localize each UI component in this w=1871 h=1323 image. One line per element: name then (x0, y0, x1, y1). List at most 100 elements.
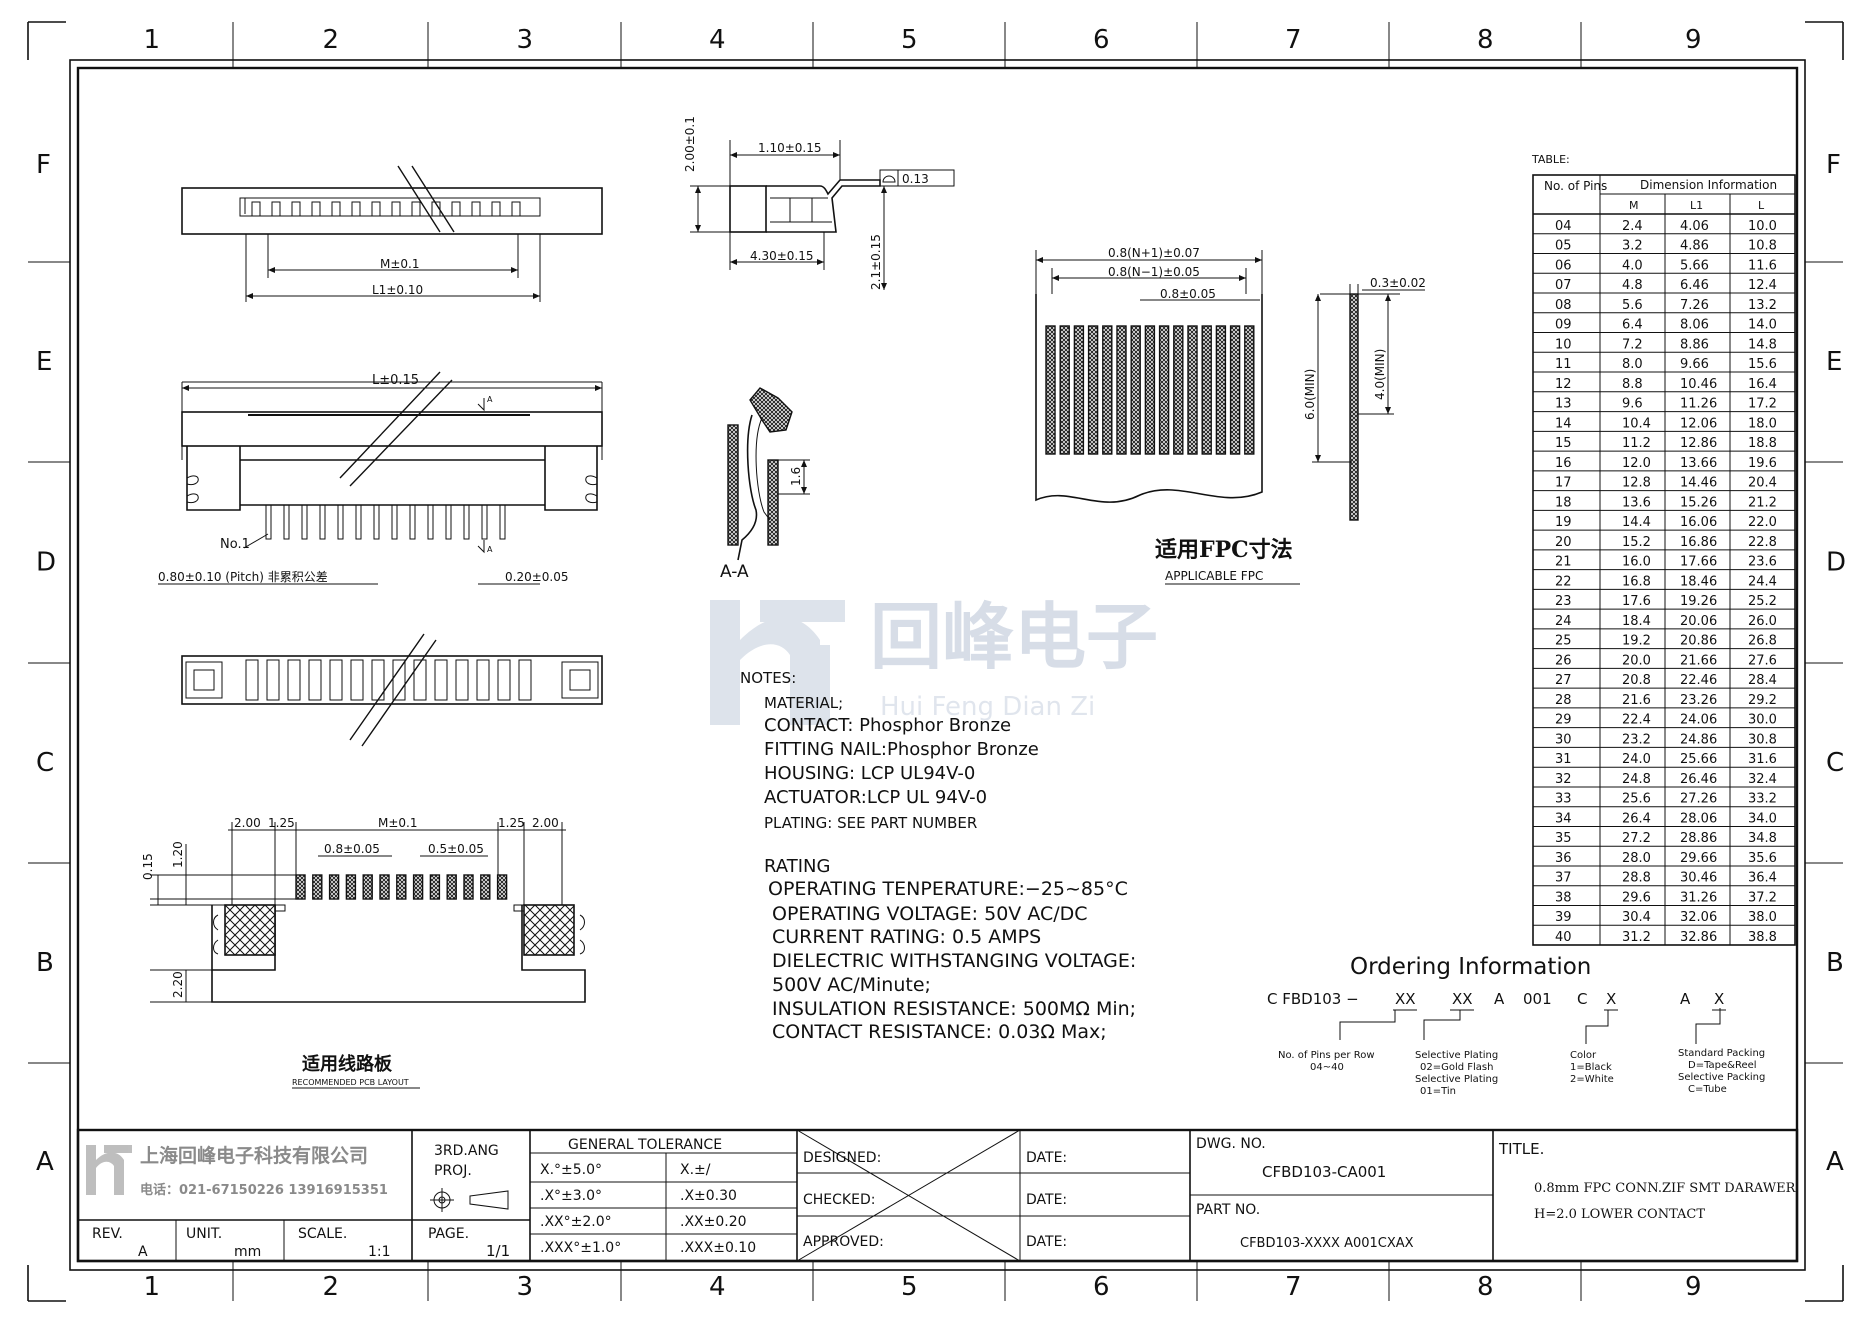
front-view-pin (319, 504, 326, 540)
table-cell: 7.2 (1622, 337, 1643, 352)
table-cell: 8.8 (1622, 377, 1643, 392)
pcb-pad (396, 874, 407, 900)
table-cell: 38 (1555, 890, 1572, 905)
section-mark-bottom: A (487, 545, 493, 554)
table-cell: 39 (1555, 910, 1572, 925)
table-cell: 17.66 (1680, 555, 1717, 570)
table-cell: 32 (1555, 772, 1572, 787)
table-cell: 17 (1555, 476, 1572, 491)
row-label: E (36, 347, 52, 377)
bottom-view-slot (245, 659, 259, 701)
proj-label-2: PROJ. (434, 1163, 472, 1179)
top-view-pin (371, 201, 381, 217)
pcb-dim-d: 2.00 (532, 816, 559, 830)
pcb-pad (379, 874, 390, 900)
pcb-pad (328, 874, 340, 900)
ordering-title: Ordering Information (1350, 954, 1591, 980)
legend-pins: No. of Pins per Row (1278, 1050, 1375, 1061)
top-view-pin (511, 201, 521, 217)
column-label: 4 (709, 25, 726, 55)
fpc-trace (1173, 325, 1184, 455)
table-cell: 20.86 (1680, 634, 1717, 649)
scale-label: SCALE. (298, 1226, 347, 1242)
bottom-view-slot (287, 659, 301, 701)
fpc-dim-thick: 0.3±0.02 (1370, 276, 1426, 290)
order-code-part: C (1577, 990, 1587, 1008)
row-label: C (36, 748, 54, 778)
tolerance-linear: .X±0.30 (680, 1188, 737, 1204)
table-cell: 18.8 (1748, 436, 1777, 451)
pcb-pad (412, 874, 424, 900)
fpc-title-en: APPLICABLE FPC (1165, 569, 1263, 583)
table-cell: 30 (1555, 732, 1572, 747)
column-label: 5 (901, 25, 918, 55)
table-cell: 5.66 (1680, 258, 1709, 273)
table-cell: 07 (1555, 278, 1572, 293)
pcb-dim-pad: 0.5±0.05 (428, 842, 484, 856)
fpc-trace (1215, 325, 1227, 455)
table-cell: 17.2 (1748, 397, 1777, 412)
bottom-view-slot (308, 659, 322, 701)
table-col-pins: No. of Pins (1544, 179, 1607, 193)
table-cell: 26.46 (1680, 772, 1717, 787)
top-view-pin (351, 201, 361, 217)
pcb-pad (496, 874, 508, 900)
fpc-dim-total: 0.8(N+1)±0.07 (1108, 246, 1200, 260)
table-cell: 18 (1555, 495, 1572, 510)
table-cell: 23 (1555, 594, 1572, 609)
table-group-header: Dimension Information (1640, 178, 1777, 192)
table-caption: TABLE: (1531, 153, 1570, 166)
table-col-m: M (1629, 199, 1639, 212)
table-cell: 35 (1555, 831, 1572, 846)
rating-line: CURRENT RATING: 0.5 AMPS (772, 926, 1041, 948)
table-cell: 19.26 (1680, 594, 1717, 609)
top-view-pin (251, 201, 261, 217)
fpc-trace (1130, 325, 1141, 455)
fpc-title-cn: 适用FPC寸法 (1155, 537, 1293, 563)
title-label: TITLE. (1498, 1140, 1544, 1158)
side-height: 2.00±0.1 (683, 116, 697, 172)
column-label-bottom: 9 (1685, 1272, 1702, 1302)
table-cell: 2.4 (1622, 219, 1643, 234)
table-cell: 23.26 (1680, 693, 1717, 708)
table-cell: 15.2 (1622, 535, 1651, 550)
table-cell: 19.6 (1748, 456, 1777, 471)
fpc-trace (1073, 325, 1085, 455)
dim-l: L±0.15 (372, 373, 419, 388)
note-line: MATERIAL; (764, 694, 843, 712)
bottom-view-slot (497, 659, 511, 701)
column-label-bottom: 1 (144, 1272, 161, 1302)
table-cell: 8.0 (1622, 357, 1643, 372)
column-label: 2 (323, 25, 340, 55)
legend-plating: 01=Tin (1420, 1086, 1456, 1097)
table-cell: 32.06 (1680, 910, 1717, 925)
legend-plating: 02=Gold Flash (1420, 1062, 1493, 1073)
fpc-dim-pitch: 0.8±0.05 (1160, 287, 1216, 301)
table-cell: 4.8 (1622, 278, 1643, 293)
column-label-bottom: 3 (517, 1272, 534, 1302)
pcb-dim-pitch: 0.8±0.05 (324, 842, 380, 856)
row-label-right: D (1826, 548, 1846, 578)
fpc-trace (1201, 325, 1212, 455)
approved-label: APPROVED: (803, 1234, 884, 1250)
table-cell: 34.8 (1748, 831, 1777, 846)
table-cell: 05 (1555, 239, 1572, 254)
pcb-dim-c: 1.25 (498, 816, 525, 830)
section-aa: 1.6 A-A (720, 387, 810, 582)
top-view-pin (411, 201, 421, 217)
table-cell: 30.8 (1748, 732, 1777, 747)
legend-plating: Selective Plating (1415, 1050, 1498, 1061)
legend-packing: Standard Packing (1678, 1048, 1765, 1059)
note-line: PLATING: SEE PART NUMBER (764, 814, 977, 832)
date-label-designed: DATE: (1026, 1150, 1067, 1166)
front-view-pin (283, 504, 290, 540)
legend-color: 1=Black (1570, 1062, 1612, 1073)
fpc-trace (1144, 325, 1156, 455)
table-cell: 28.4 (1748, 673, 1777, 688)
table-cell: 15.26 (1680, 495, 1717, 510)
row-label: B (36, 948, 54, 978)
projection-symbol-icon (430, 1188, 509, 1212)
table-cell: 11.6 (1748, 258, 1777, 273)
tolerance-linear: X.±/ (680, 1162, 711, 1178)
